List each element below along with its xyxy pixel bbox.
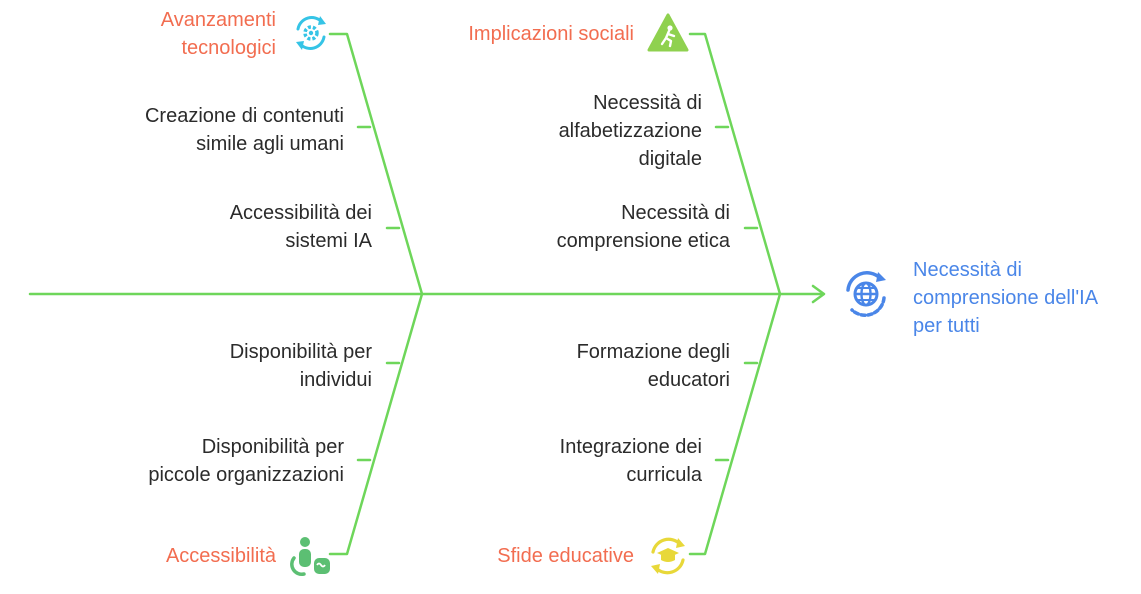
category-label-edu: Sfide educative — [497, 545, 634, 567]
category-label-social: Implicazioni sociali — [468, 23, 634, 45]
spine-arrowhead — [811, 284, 826, 304]
warning-person-icon — [647, 13, 689, 52]
cause-tech-1: Creazione di contenuti simile agli umani — [144, 105, 344, 155]
bone-access — [328, 292, 424, 556]
globe-icon — [846, 271, 886, 317]
cause-access-1: Disponibilità per individui — [229, 341, 372, 391]
cause-social-2: Necessità di comprensione etica — [556, 202, 730, 252]
category-label-access: Accessibilità — [165, 545, 276, 567]
bone-tech — [328, 32, 424, 296]
cause-edu-2: Integrazione dei curricula — [559, 436, 702, 486]
outcome-label: Necessità di comprensione dell'IA per tu… — [913, 259, 1099, 337]
graduation-cycle-icon — [651, 537, 685, 575]
bone-social — [688, 32, 782, 296]
accessibility-icon — [290, 537, 330, 576]
bone-edu — [688, 292, 782, 556]
category-label-tech: Avanzamenti tecnologici — [160, 9, 276, 59]
cause-tech-2: Accessibilità dei sistemi IA — [229, 202, 372, 252]
gear-cycle-icon — [296, 16, 326, 50]
cause-social-1: Necessità di alfabetizzazione digitale — [558, 92, 702, 170]
cause-access-2: Disponibilità per piccole organizzazioni — [148, 436, 344, 486]
cause-edu-1: Formazione degli educatori — [576, 341, 730, 391]
